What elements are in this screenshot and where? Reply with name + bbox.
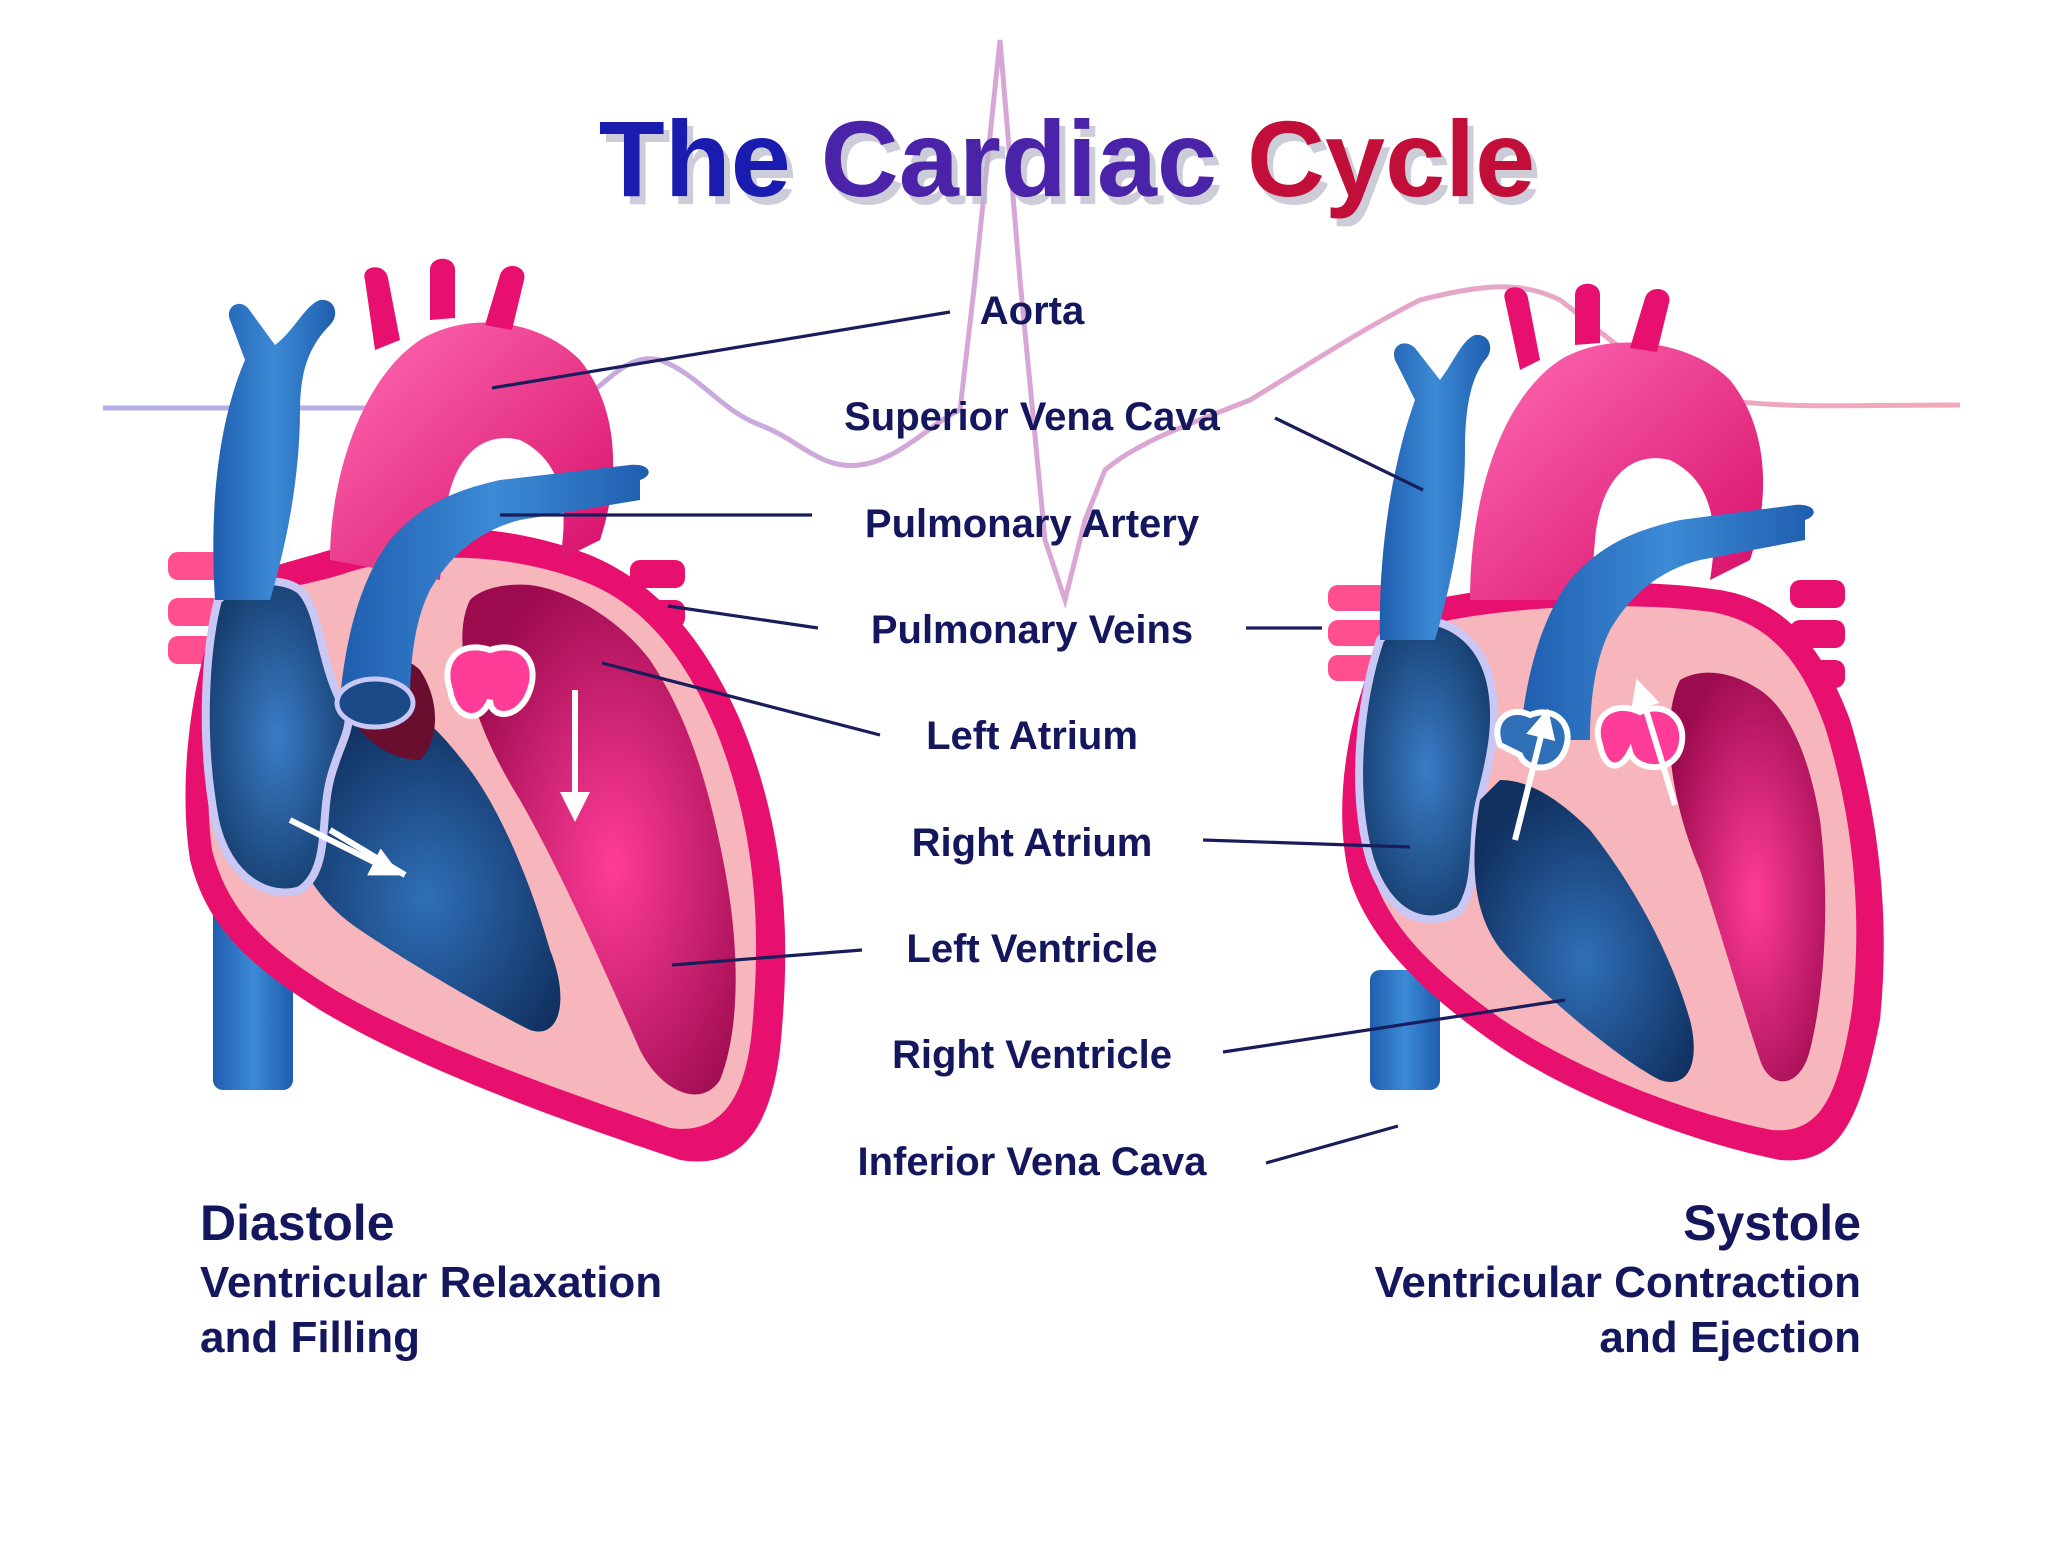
svg-text:The Cardiac Cycle: The Cardiac Cycle [599,98,1535,219]
label-right-atrium: Right Atrium [912,821,1153,865]
leader-left-atrium [601,661,881,737]
right-flow-arrow-1 [1512,708,1556,841]
label-superior-vena-cava: Superior Vena Cava [844,395,1220,439]
left-right-atrium [201,577,353,897]
title-word-cycle: Cycle [1247,98,1535,219]
leader-right-ventricle [1222,998,1566,1054]
leader-aorta [491,310,951,390]
right-aorta [1470,342,1764,600]
heart-diastole [168,258,786,1162]
right-superior-vena-cava [1379,334,1491,640]
diastole-line-2: and Filling [200,1313,420,1362]
page-title: The Cardiac Cycle The Cardiac Cycle [599,98,1541,227]
label-right-ventricle: Right Ventricle [892,1033,1172,1077]
leader-left-ventricle [671,948,863,967]
diastole-line-1: Ventricular Relaxation [200,1258,662,1307]
label-left-ventricle: Left Ventricle [906,927,1157,971]
label-left-atrium: Left Atrium [926,714,1138,758]
left-left-ventricle [462,584,736,1095]
caption-diastole: Diastole Ventricular Relaxation and Fill… [200,1195,662,1362]
right-pulmonary-artery [1520,504,1814,740]
leader-lines [491,310,1566,1165]
right-left-ventricle [1669,672,1826,1082]
label-pulmonary-artery: Pulmonary Artery [865,502,1200,546]
left-superior-vena-cava [213,299,336,600]
title-word-cardiac: Cardiac [821,98,1217,219]
title-word-the: The [599,98,791,219]
label-pulmonary-veins: Pulmonary Veins [871,608,1193,652]
structure-labels: Aorta Superior Vena Cava Pulmonary Arter… [844,289,1220,1184]
right-flow-arrow-2 [1630,678,1678,806]
systole-line-1: Ventricular Contraction [1374,1258,1861,1307]
svg-text:The Cardiac Cycle: The Cardiac Cycle [605,106,1541,227]
left-flow-arrow-2 [328,827,407,878]
caption-systole: Systole Ventricular Contraction and Ejec… [1374,1195,1861,1362]
left-right-ventricle [292,700,561,1032]
systole-heading: Systole [1683,1195,1861,1251]
right-inferior-vena-cava [1370,970,1440,1090]
left-pulmonary-artery [340,464,649,700]
heart-systole [1328,283,1884,1161]
right-right-atrium [1355,615,1499,924]
systole-line-2: and Ejection [1599,1313,1861,1362]
leader-right-atrium [1202,838,1411,849]
leader-inferior-vena-cava [1265,1124,1399,1165]
left-flow-arrow-1 [288,817,401,876]
right-right-ventricle [1474,780,1694,1082]
leader-pulmonary-veins-left [667,604,819,630]
label-aorta: Aorta [980,289,1085,333]
leader-superior-vena-cava [1274,416,1424,492]
left-aorta [330,322,614,580]
label-inferior-vena-cava: Inferior Vena Cava [857,1140,1207,1184]
diastole-heading: Diastole [200,1195,395,1251]
